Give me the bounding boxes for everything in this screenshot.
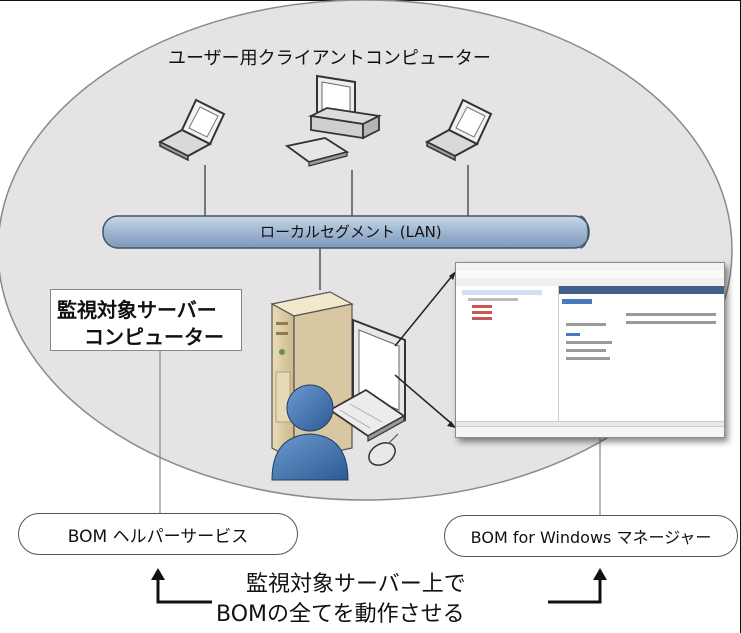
bottom-caption-line1: 監視対象サーバー上で bbox=[246, 572, 466, 597]
desktop-pc-icon bbox=[284, 74, 382, 167]
lan-label: ローカルセグメント (LAN) bbox=[260, 223, 442, 241]
lan-segment-bar bbox=[102, 215, 590, 249]
bom-manager-label: BOM for Windows マネージャー bbox=[444, 515, 738, 557]
bom-helper-service-label: BOM ヘルパーサービス bbox=[18, 513, 298, 555]
server-label-line1: 監視対象サーバー bbox=[57, 298, 217, 322]
keyboard-icon bbox=[328, 388, 406, 443]
server-label-line2: コンピューター bbox=[84, 325, 224, 349]
laptop-icon bbox=[157, 98, 226, 162]
user-person-icon bbox=[271, 384, 349, 481]
server-label-box bbox=[50, 289, 242, 351]
manager-window-screenshot bbox=[455, 262, 725, 438]
laptop-icon bbox=[424, 98, 493, 162]
mouse-icon bbox=[368, 433, 399, 466]
client-computers-title: ユーザー用クライアントコンピューター bbox=[168, 48, 491, 69]
bottom-caption-line2: BOMの全てを動作させる bbox=[216, 602, 465, 627]
